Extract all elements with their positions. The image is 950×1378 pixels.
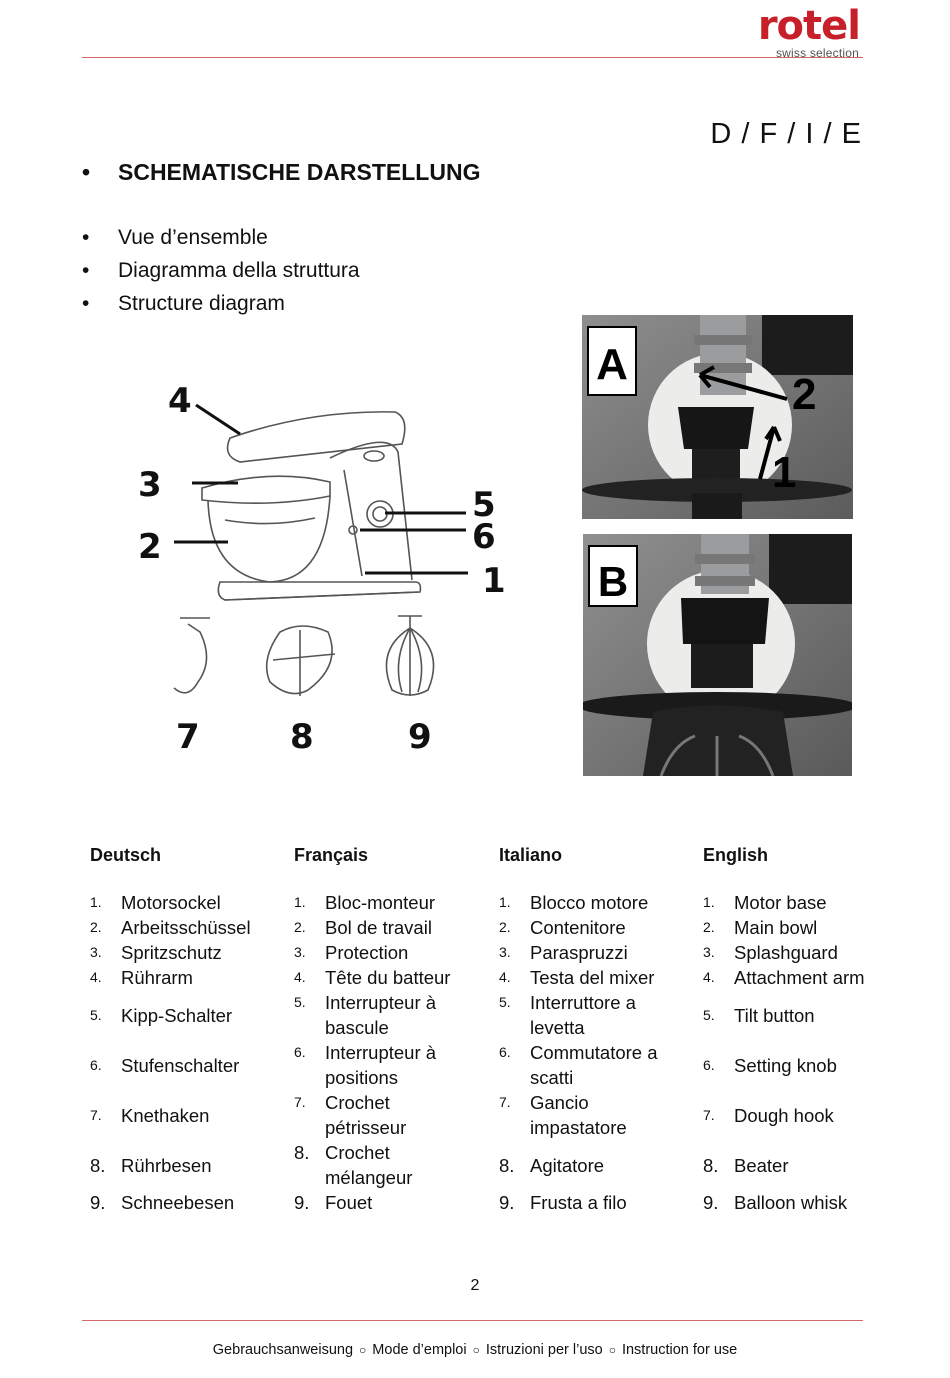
section-title: •SCHEMATISCHE DARSTELLUNG xyxy=(82,159,480,186)
list-item: 6.Stufenschalter xyxy=(90,1040,290,1090)
callout-9: 9 xyxy=(408,717,432,757)
list-item: 1.Bloc-monteur xyxy=(294,890,494,915)
list-item: 8.Beater xyxy=(703,1140,903,1190)
list-item: 4.Tête du batteur xyxy=(294,965,494,990)
logo-wordmark: rotel xyxy=(758,6,860,46)
subtitle-fr: •Vue d’ensemble xyxy=(82,226,268,250)
column-title: Deutsch xyxy=(90,840,290,890)
column-title: Français xyxy=(294,840,494,890)
circle-icon: ○ xyxy=(609,1343,616,1357)
list-item: 3.Splashguard xyxy=(703,940,903,965)
list-item: 7.Knethaken xyxy=(90,1090,290,1140)
list-item: 9.Fouet xyxy=(294,1190,494,1215)
column-title: Italiano xyxy=(499,840,699,890)
column-title: English xyxy=(703,840,903,890)
list-item: 5.Interrupteur à bascule xyxy=(294,990,494,1040)
list-item: 3.Spritzschutz xyxy=(90,940,290,965)
list-item: 3.Protection xyxy=(294,940,494,965)
list-item: 5.Interruttore a levetta xyxy=(499,990,699,1040)
list-item: 4.Attachment arm xyxy=(703,965,903,990)
list-item: 1.Motor base xyxy=(703,890,903,915)
subtitle-it: •Diagramma della struttura xyxy=(82,259,360,283)
list-item: 7.Gancio impastatore xyxy=(499,1090,699,1140)
subtitle-en: •Structure diagram xyxy=(82,292,285,316)
column-english: English 1.Motor base 2.Main bowl 3.Splas… xyxy=(703,840,903,1215)
list-item: 8.Crochet mélangeur xyxy=(294,1140,494,1190)
page-number: 2 xyxy=(0,1277,950,1295)
header-divider xyxy=(82,57,863,58)
circle-icon: ○ xyxy=(359,1343,366,1357)
list-item: 1.Motorsockel xyxy=(90,890,290,915)
mixer-diagram: 1 2 3 4 5 6 7 8 9 xyxy=(130,370,510,760)
list-item: 6.Commutatore a scatti xyxy=(499,1040,699,1090)
photo-a-arrow-1: 1 xyxy=(772,448,796,497)
callout-3: 3 xyxy=(138,465,162,505)
list-item: 8.Rührbesen xyxy=(90,1140,290,1190)
column-deutsch: Deutsch 1.Motorsockel 2.Arbeitsschüssel … xyxy=(90,840,290,1215)
callout-2: 2 xyxy=(138,527,162,567)
photo-b-label: B xyxy=(598,558,628,605)
list-item: 4.Rührarm xyxy=(90,965,290,990)
photo-b: B xyxy=(583,534,852,776)
bullet-icon: • xyxy=(82,159,118,186)
list-item: 9.Frusta a filo xyxy=(499,1190,699,1215)
list-item: 9.Schneebesen xyxy=(90,1190,290,1215)
list-item: 6.Setting knob xyxy=(703,1040,903,1090)
column-italiano: Italiano 1.Blocco motore 2.Contenitore 3… xyxy=(499,840,699,1215)
callout-8: 8 xyxy=(290,717,314,757)
footer-divider xyxy=(82,1320,863,1321)
list-item: 3.Paraspruzzi xyxy=(499,940,699,965)
list-item: 8.Agitatore xyxy=(499,1140,699,1190)
list-item: 5.Kipp-Schalter xyxy=(90,990,290,1040)
list-item: 9.Balloon whisk xyxy=(703,1190,903,1215)
photo-a: A 2 1 xyxy=(582,315,853,519)
list-item: 2.Bol de travail xyxy=(294,915,494,940)
list-item: 1.Blocco motore xyxy=(499,890,699,915)
bullet-icon: • xyxy=(82,259,118,283)
list-item: 2.Arbeitsschüssel xyxy=(90,915,290,940)
circle-icon: ○ xyxy=(473,1343,480,1357)
callout-6: 6 xyxy=(472,517,496,557)
callout-4: 4 xyxy=(168,381,192,421)
language-codes: D / F / I / E xyxy=(710,118,862,151)
column-francais: Français 1.Bloc-monteur 2.Bol de travail… xyxy=(294,840,494,1215)
list-item: 7.Crochet pétrisseur xyxy=(294,1090,494,1140)
list-item: 2.Main bowl xyxy=(703,915,903,940)
bullet-icon: • xyxy=(82,226,118,250)
bullet-icon: • xyxy=(82,292,118,316)
rotel-logo: rotel swiss selection xyxy=(716,6,862,56)
callout-1: 1 xyxy=(482,561,506,601)
list-item: 2.Contenitore xyxy=(499,915,699,940)
list-item: 5.Tilt button xyxy=(703,990,903,1040)
photo-a-arrow-2: 2 xyxy=(792,370,816,419)
photo-a-label: A xyxy=(596,340,628,389)
list-item: 7.Dough hook xyxy=(703,1090,903,1140)
footer: Gebrauchsanweisung○Mode d’emploi○Istruzi… xyxy=(0,1342,950,1358)
callout-7: 7 xyxy=(176,717,200,757)
list-item: 4.Testa del mixer xyxy=(499,965,699,990)
list-item: 6.Interrupteur à positions xyxy=(294,1040,494,1090)
